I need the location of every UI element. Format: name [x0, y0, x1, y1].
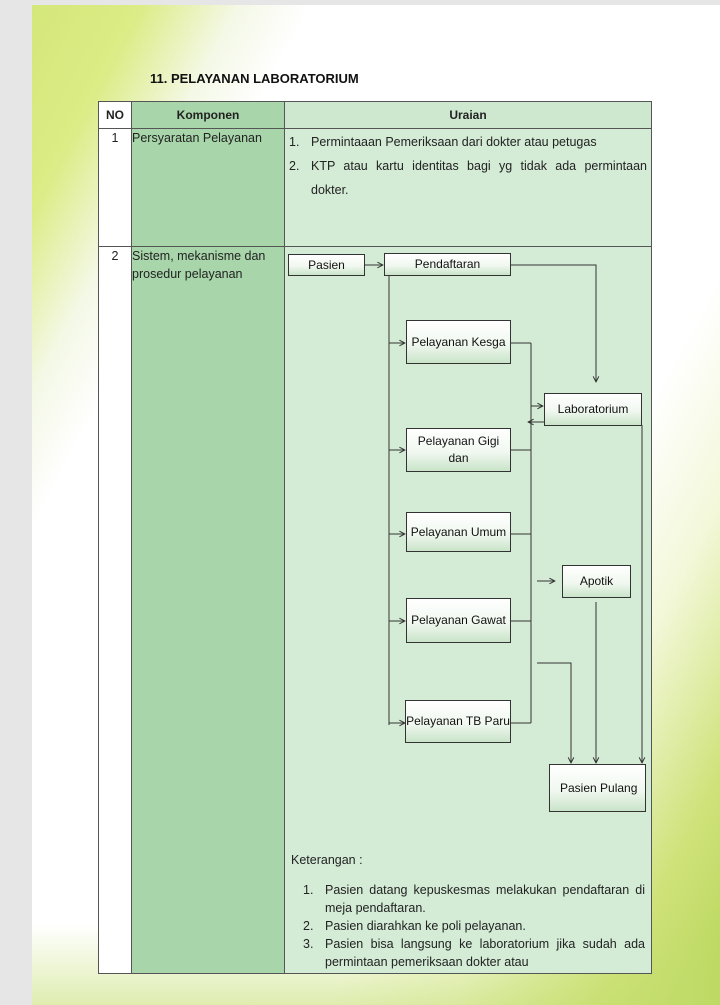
row-number: 2	[98, 246, 132, 974]
row-komponen: Sistem, mekanisme dan prosedur pelayanan	[131, 246, 285, 974]
keterangan-list: 1.Pasien datang kepuskesmas melakukan pe…	[291, 881, 645, 971]
service-flowchart: Pasien Pendaftaran Pelayanan Kesga Labor…	[285, 247, 651, 837]
node-pelayanan-umum: Pelayanan Umum	[406, 512, 511, 552]
node-pasien: Pasien	[288, 254, 365, 276]
requirements-list: 1.Permintaaan Pemeriksaan dari dokter at…	[285, 130, 651, 202]
connector-pendaftaran-laboratorium	[511, 264, 596, 382]
row-number: 1	[98, 128, 132, 247]
node-pendaftaran: Pendaftaran	[384, 253, 511, 276]
keterangan-title: Keterangan :	[291, 853, 363, 867]
keterangan-section: Keterangan : 1.Pasien datang kepuskesmas…	[285, 837, 651, 971]
list-item: 3.Pasien bisa langsung ke laboratorium j…	[303, 937, 645, 969]
service-table: NO Komponen Uraian 1 Persyaratan Pelayan…	[98, 101, 652, 974]
list-item: 1.Permintaaan Pemeriksaan dari dokter at…	[289, 135, 597, 149]
node-pelayanan-gawat: Pelayanan Gawat	[406, 598, 511, 643]
list-item: 1.Pasien datang kepuskesmas melakukan pe…	[303, 883, 645, 915]
header-komponen: Komponen	[131, 101, 285, 129]
row-uraian: 1.Permintaaan Pemeriksaan dari dokter at…	[284, 128, 652, 247]
header-no: NO	[98, 101, 132, 129]
table-row: 2 Sistem, mekanisme dan prosedur pelayan…	[98, 246, 652, 974]
row-komponen: Persyaratan Pelayanan	[131, 128, 285, 247]
header-uraian: Uraian	[284, 101, 652, 129]
node-pasien-pulang: Pasien Pulang	[549, 764, 646, 812]
list-item: 2.Pasien diarahkan ke poli pelayanan.	[303, 919, 526, 933]
flowchart-connectors	[365, 247, 651, 837]
table-header-row: NO Komponen Uraian	[98, 101, 652, 129]
row-uraian: Pasien Pendaftaran Pelayanan Kesga Labor…	[284, 246, 652, 974]
list-item: 2.KTP atau kartu identitas bagi yg tidak…	[289, 159, 647, 197]
section-title: 11. PELAYANAN LABORATORIUM	[150, 71, 359, 86]
node-apotik: Apotik	[562, 565, 631, 598]
node-laboratorium: Laboratorium	[544, 393, 642, 426]
node-pelayanan-kesga: Pelayanan Kesga	[406, 320, 511, 364]
table-row: 1 Persyaratan Pelayanan 1.Permintaaan Pe…	[98, 128, 652, 247]
connector-to-pulang-left	[537, 662, 571, 763]
node-pelayanan-tb-paru: Pelayanan TB Paru	[405, 700, 511, 743]
node-pelayanan-gigi: Pelayanan Gigi dan	[406, 428, 511, 472]
document-page: 11. PELAYANAN LABORATORIUM NO Komponen U…	[32, 5, 720, 1005]
